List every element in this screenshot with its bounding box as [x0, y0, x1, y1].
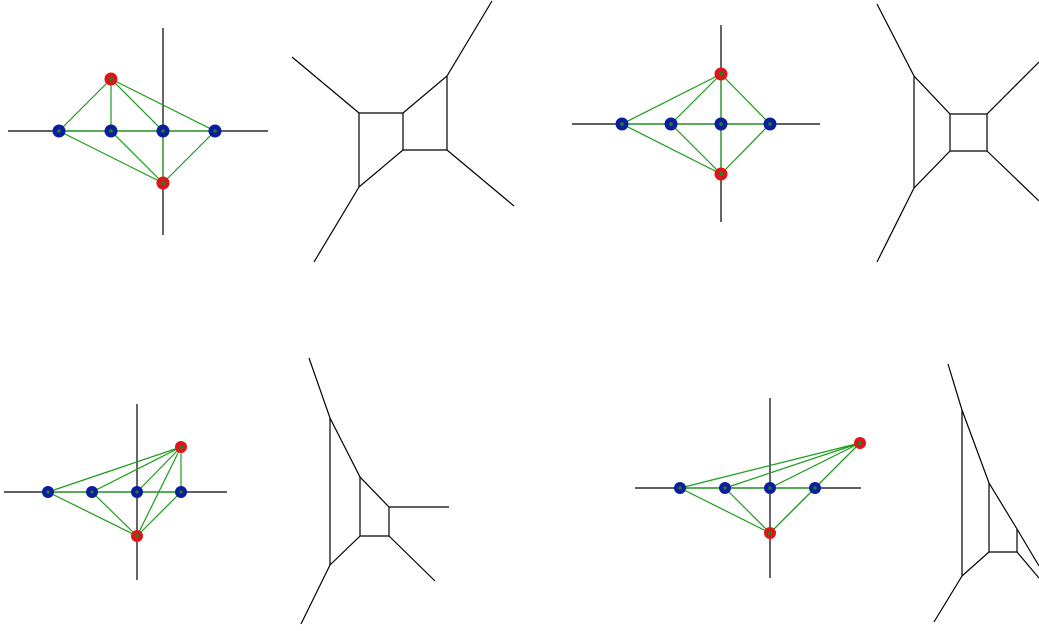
subdivision-edges — [58, 78, 216, 184]
lattice-points — [674, 437, 866, 539]
subdivision-edges — [621, 73, 771, 175]
lattice-points — [42, 441, 187, 542]
subdivision-edges — [47, 446, 182, 537]
newton-polygon-top-right — [572, 25, 820, 222]
tropical-curve-top-left — [291, 0, 515, 263]
newton-polygon-bottom-right — [635, 398, 866, 578]
tropical-curve-bottom-left — [300, 357, 449, 625]
newton-polygon-bottom-left — [4, 404, 227, 580]
newton-polygon-top-left — [8, 28, 268, 235]
lattice-points — [615, 67, 777, 181]
tropical-curve-top-right — [876, 3, 1039, 263]
tropical-curve-bottom-right — [933, 363, 1039, 623]
lattice-points — [52, 72, 222, 190]
